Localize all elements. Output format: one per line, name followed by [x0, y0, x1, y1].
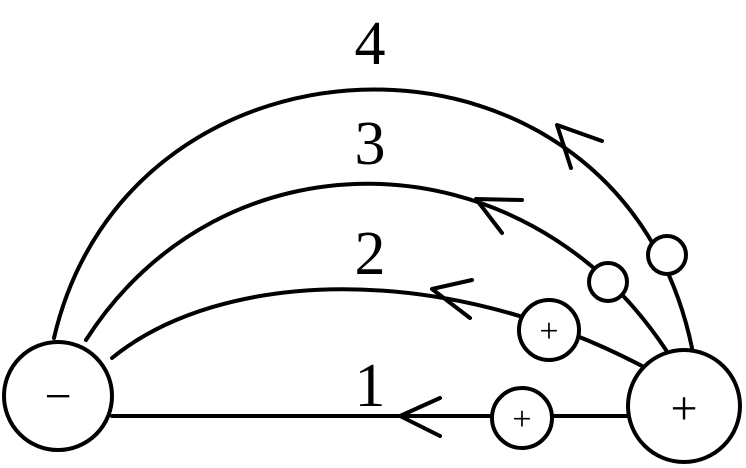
- particle-path-3: [587, 261, 629, 303]
- path-1-label: 1: [355, 352, 386, 420]
- path-4-label: 4: [355, 10, 386, 78]
- path-1-arrow-icon: [398, 396, 442, 438]
- particle-path-1-symbol: +: [512, 401, 531, 438]
- path-3-label: 3: [355, 110, 386, 178]
- particle-path-2-symbol: +: [539, 313, 558, 350]
- negative-charge: −: [2, 340, 114, 452]
- path-4-arrow-icon: [555, 123, 604, 170]
- positive-charge: +: [626, 348, 742, 464]
- path-2-label: 2: [355, 220, 386, 288]
- particle-path-1: +: [490, 386, 554, 450]
- positive-charge-symbol: +: [670, 382, 697, 435]
- path-4-line: [52, 87, 694, 350]
- particle-path-4: [646, 234, 688, 276]
- path-2-arrow-icon: [430, 278, 474, 320]
- negative-charge-symbol: −: [44, 370, 71, 423]
- particle-path-2: +: [517, 298, 581, 362]
- path-3-arrow-icon: [474, 197, 524, 235]
